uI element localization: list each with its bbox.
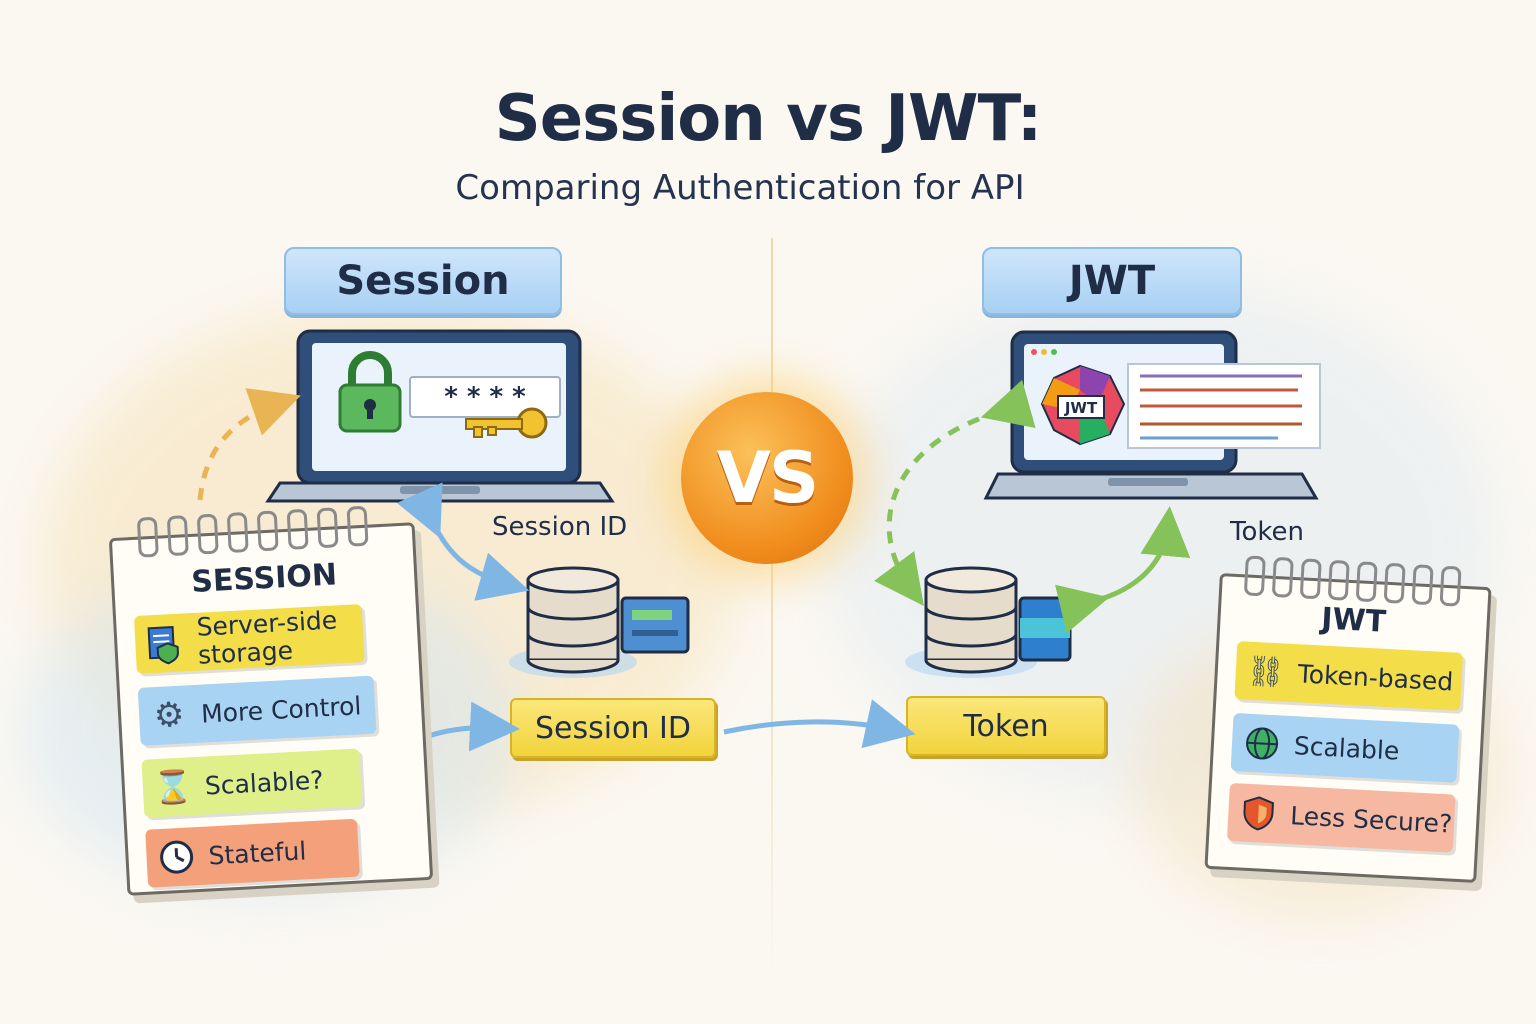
password-field-mask: * * * * (444, 382, 526, 412)
dashed-arrow-laptop-to-database (874, 379, 1036, 607)
jwt-logo-icon: JWT (1040, 364, 1126, 446)
jwt-item-label: Token-based (1297, 658, 1454, 696)
jwt-item-token-based: ⛓ Token-based (1234, 641, 1464, 711)
arrow-laptop-database (396, 482, 530, 601)
session-notepad-title: SESSION (190, 557, 338, 600)
padlock-icon (338, 351, 402, 433)
jwt-notepad: JWT ⛓ Token-based Scalable Less Secure? (1204, 555, 1492, 883)
session-item-stateful: Stateful (145, 818, 360, 888)
jwt-logo-text: JWT (1064, 399, 1098, 417)
session-id-tag: Session ID (510, 698, 716, 758)
page-title: Session vs JWT: (494, 82, 1043, 156)
dashed-arrow-notepad-to-laptop (197, 388, 301, 501)
arrow-session-id-to-token (723, 699, 916, 749)
chain-link-icon: ⛓ (1245, 653, 1286, 691)
key-icon (465, 407, 548, 439)
session-header-badge: Session (284, 247, 562, 315)
center-divider (771, 238, 773, 978)
hourglass-icon: ⌛ (152, 767, 194, 808)
session-item-label: Stateful (207, 835, 307, 870)
jwt-laptop-illustration: JWT (983, 330, 1321, 500)
page-subtitle: Comparing Authentication for API (455, 168, 1025, 208)
session-item-more-control: ⚙ More Control (137, 675, 377, 746)
jwt-item-label: Less Secure? (1289, 800, 1453, 839)
gears-icon: ⚙ (152, 694, 186, 737)
jwt-header-badge: JWT (982, 247, 1242, 315)
arrow-database-to-jwt-laptop (1054, 506, 1191, 634)
vs-badge: VS (681, 392, 853, 564)
server-shield-icon (144, 622, 186, 665)
session-item-label: Scalable? (204, 764, 325, 801)
session-item-label: More Control (200, 690, 362, 729)
session-item-scalable: ⌛ Scalable? (141, 748, 363, 818)
session-notepad: SESSION Server-side storage ⚙ More Contr… (108, 505, 434, 896)
jwt-item-scalable: Scalable (1230, 712, 1460, 783)
token-tag: Token (906, 696, 1106, 756)
session-item-server-side: Server-side storage (133, 604, 365, 674)
shield-icon (1237, 792, 1279, 834)
clock-icon (156, 836, 198, 878)
jwt-item-less-secure: Less Secure? (1226, 782, 1456, 853)
jwt-flow-label: Token (1230, 517, 1304, 547)
jwt-item-label: Scalable (1293, 730, 1401, 766)
session-item-label: Server-side storage (195, 605, 338, 670)
globe-icon (1241, 723, 1283, 765)
session-database-icon (509, 566, 690, 678)
